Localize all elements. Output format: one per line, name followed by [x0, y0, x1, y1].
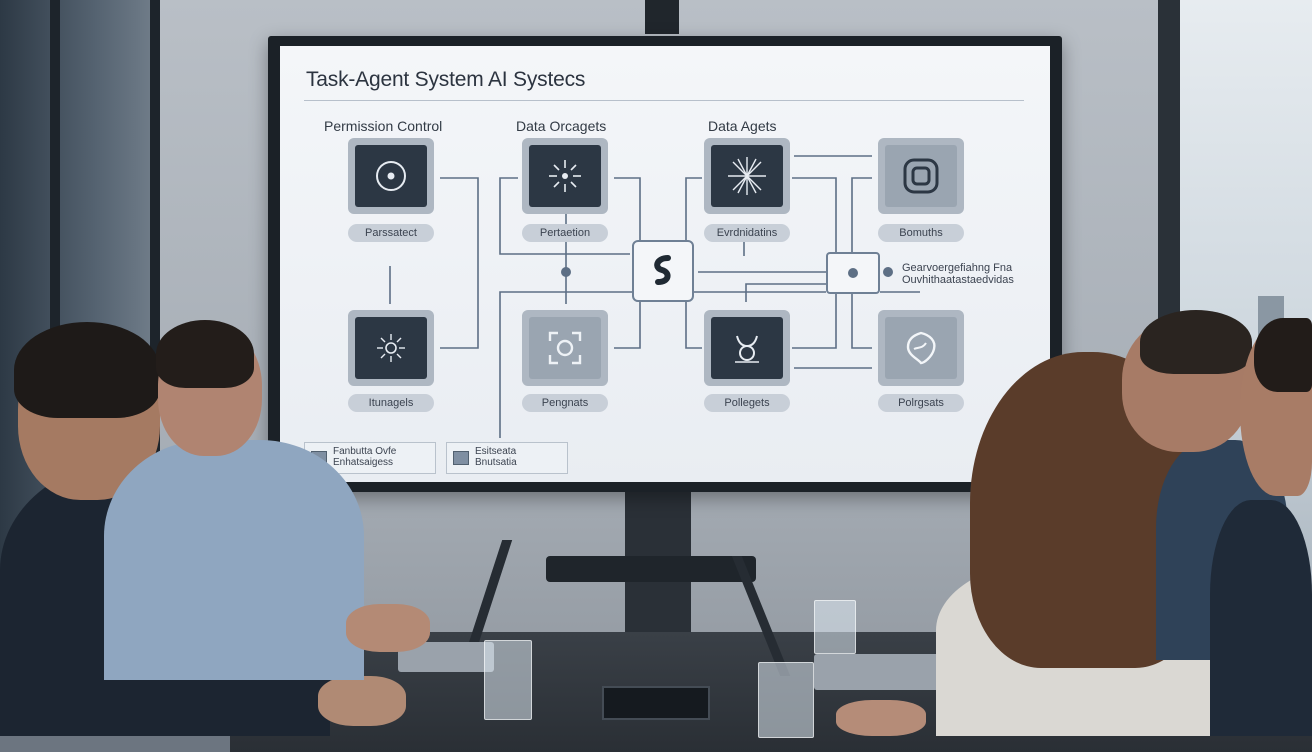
- agent-label: Pollegets: [704, 394, 790, 412]
- slide-title: Task-Agent System AI Systecs: [306, 68, 586, 91]
- hair: [1140, 310, 1252, 374]
- water-glass: [814, 600, 856, 654]
- hand: [318, 676, 406, 726]
- side-note: Gearvoergefiahng Fna Ouvhithaatastaedvid…: [902, 262, 1014, 286]
- column-heading: Data Orcagets: [516, 118, 607, 134]
- sparkle-burst-icon: [543, 154, 587, 198]
- hair: [1254, 318, 1312, 392]
- focus-frame-icon: [544, 327, 586, 369]
- torso: [1210, 500, 1312, 736]
- agent-tile: [348, 310, 434, 386]
- agent-tile: [348, 138, 434, 214]
- column-heading: Permission Control: [324, 118, 443, 134]
- secondary-hub: [826, 252, 880, 294]
- agent-label: Parssatect: [348, 224, 434, 242]
- presentation-slide: Task-Agent System AI Systecs Permission …: [280, 46, 1050, 482]
- legend-swatch: [453, 451, 469, 465]
- agent-tile: [878, 138, 964, 214]
- legend-line: Bnutsatia: [475, 457, 517, 468]
- hair: [156, 320, 254, 388]
- agent-label: Pertaetion: [522, 224, 608, 242]
- agent-tile: [704, 310, 790, 386]
- table-cable-port: [602, 686, 710, 720]
- ring-target-icon: [371, 156, 411, 196]
- legend-line: Fanbutta Ovfe: [333, 446, 397, 457]
- connector-lines: [389, 155, 920, 438]
- water-glass: [484, 640, 532, 720]
- legend-box: Esitseata Bnutsatia: [446, 442, 568, 474]
- agent-label: Bomuths: [878, 224, 964, 242]
- taurus-icon: [727, 328, 767, 368]
- hand: [346, 604, 430, 652]
- legend-line: Enhatsaigess: [333, 457, 394, 468]
- agent-tile: [522, 138, 608, 214]
- side-note-line: Gearvoergefiahng Fna: [902, 262, 1013, 274]
- rounded-square-icon: [899, 154, 943, 198]
- legend-line: Esitseata: [475, 446, 517, 457]
- shield-leaf-icon: [900, 327, 942, 369]
- camera-shelf: [546, 556, 756, 582]
- sun-burst-icon: [371, 328, 411, 368]
- title-divider: [304, 100, 1024, 101]
- hand: [836, 700, 926, 736]
- agent-tile: [522, 310, 608, 386]
- starburst-icon: [724, 153, 770, 199]
- agent-label: Itunagels: [348, 394, 434, 412]
- agent-label: Evrdnidatins: [704, 224, 790, 242]
- torso: [104, 440, 364, 680]
- agent-tile: [878, 310, 964, 386]
- swirl-s-icon: [646, 252, 680, 291]
- central-hub: [632, 240, 694, 302]
- hair: [14, 322, 160, 418]
- agent-label: Polrgsats: [878, 394, 964, 412]
- water-glass: [758, 662, 814, 738]
- agent-tile: [704, 138, 790, 214]
- display-monitor: Task-Agent System AI Systecs Permission …: [268, 36, 1062, 492]
- agent-label: Pengnats: [522, 394, 608, 412]
- monitor-mount: [645, 0, 679, 34]
- column-heading: Data Agets: [708, 118, 777, 134]
- side-note-line: Ouvhithaatastaedvidas: [902, 274, 1014, 286]
